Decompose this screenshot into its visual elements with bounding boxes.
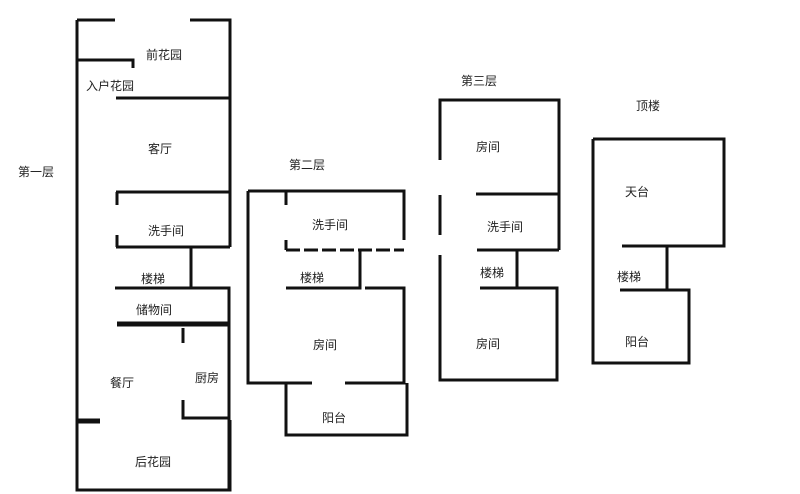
floor-3-walls (438, 98, 561, 382)
floor-title: 顶楼 (636, 99, 661, 113)
floor-2-walls (246, 189, 409, 437)
room-label: 楼梯 (300, 271, 325, 285)
room-label: 入户花园 (86, 79, 135, 93)
room-label: 洗手间 (487, 220, 524, 234)
room-label: 房间 (313, 338, 338, 352)
room-label: 洗手间 (148, 224, 185, 238)
room-label: 储物间 (136, 303, 173, 317)
room-label: 阳台 (625, 335, 650, 349)
room-label: 房间 (476, 337, 501, 351)
room-label: 楼梯 (141, 272, 166, 286)
room-label: 楼梯 (617, 270, 642, 284)
room-label: 天台 (625, 185, 650, 199)
room-label: 房间 (476, 140, 501, 154)
floor-title: 第一层 (18, 165, 55, 179)
top-floor-walls (591, 137, 726, 365)
room-label: 厨房 (195, 371, 220, 385)
room-label: 楼梯 (480, 266, 505, 280)
floor-1-walls (75, 18, 232, 492)
room-label: 洗手间 (312, 218, 349, 232)
room-label: 后花园 (135, 455, 172, 469)
room-label: 餐厅 (110, 376, 135, 390)
floor-title: 第二层 (289, 158, 326, 172)
room-label: 客厅 (148, 142, 173, 156)
room-label: 阳台 (322, 411, 347, 425)
floor-title: 第三层 (461, 74, 498, 88)
room-label: 前花园 (146, 48, 183, 62)
